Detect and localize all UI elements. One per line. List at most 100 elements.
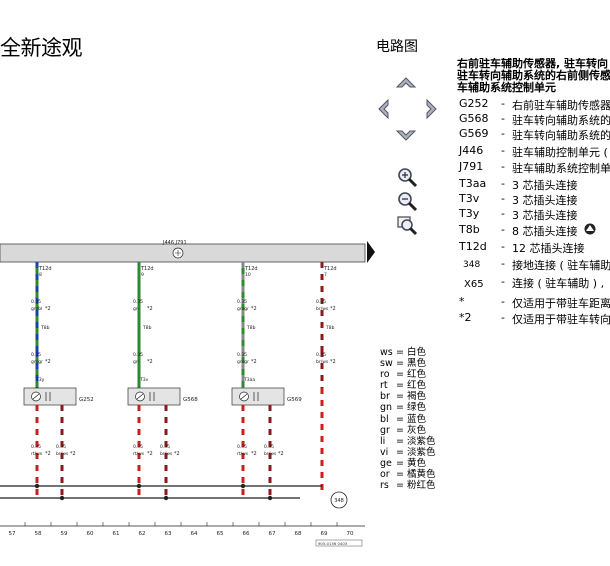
- color-code: ro: [380, 369, 390, 381]
- legend-text: 连接 ( 驻车辅助 ) ,: [512, 277, 605, 290]
- column-number: 65: [217, 531, 224, 537]
- zoom-in-icon[interactable]: [396, 166, 418, 188]
- color-eq: =: [396, 369, 404, 381]
- color-code: gn: [380, 402, 393, 414]
- arrow-right-icon[interactable]: [418, 98, 438, 120]
- pin-label: T12d: [244, 266, 258, 272]
- pin-number: 8: [39, 272, 42, 278]
- pin-label: T12d: [140, 266, 154, 272]
- color-name: 褐色: [407, 391, 427, 403]
- wire-note: *2: [251, 451, 257, 457]
- wire-size: 0.35: [56, 444, 66, 450]
- color-name: 红色: [407, 380, 427, 392]
- pin-number: 7: [324, 272, 327, 278]
- legend-code: G252: [459, 97, 489, 110]
- color-name: 黄色: [407, 457, 427, 469]
- legend-text: 驻车辅助系统控制单: [512, 162, 610, 175]
- color-code: ge: [380, 457, 392, 469]
- legend-code: 348: [463, 260, 481, 270]
- wire-color: gn/gr: [237, 306, 249, 312]
- legend-dash: -: [501, 295, 505, 308]
- wire-color: rt/ws: [237, 451, 249, 457]
- color-name: 黑色: [407, 358, 427, 370]
- color-code: rs: [380, 480, 389, 492]
- legend-code: T3v: [459, 192, 480, 205]
- legend-dash: -: [501, 177, 505, 190]
- legend-dash: -: [501, 257, 505, 270]
- column-number: 62: [139, 531, 146, 537]
- connector-view-icon[interactable]: [583, 222, 597, 236]
- color-name: 绿色: [407, 402, 427, 414]
- sensor-symbol-mark: [240, 392, 259, 401]
- page-subtitle: 电路图: [376, 39, 418, 55]
- heading-line: 驻车转向辅助系统的右前侧传感: [457, 69, 610, 82]
- color-eq: =: [396, 380, 404, 392]
- color-code: rt: [380, 380, 388, 392]
- wire-size: 0.35: [31, 444, 41, 450]
- wire-note: *2: [45, 451, 51, 457]
- color-code: vi: [380, 446, 389, 458]
- legend-dash: -: [501, 160, 505, 173]
- pin-label: T12d: [38, 266, 52, 272]
- legend-text: 驻车转向辅助系统的: [512, 114, 610, 127]
- color-key-row: li= 淡紫色: [380, 436, 436, 447]
- legend-code: *: [459, 295, 465, 308]
- wire-color: br/ws: [264, 451, 277, 457]
- zoom-out-icon[interactable]: [396, 190, 418, 212]
- color-eq: =: [396, 469, 404, 481]
- ground-label: 348: [334, 498, 344, 504]
- t8b-label: T8b: [325, 325, 335, 331]
- sensor-connector-label: T3aa: [243, 377, 255, 383]
- wire-note: *2: [45, 306, 51, 312]
- zoom-fit-icon[interactable]: [396, 214, 418, 236]
- legend-dash: -: [501, 192, 505, 205]
- wire-color: gn/bl: [31, 306, 42, 312]
- wire-note: *2: [147, 306, 153, 312]
- wire-color: rt/ws: [31, 451, 43, 457]
- column-number: 66: [243, 531, 250, 537]
- wire-color-key: ws= 白色 sw= 黑色 ro= 红色 rt= 红色 br= 褐色 gn= 绿…: [380, 347, 436, 491]
- color-code: br: [380, 391, 390, 403]
- footer-code: 905-0156 0403: [318, 541, 348, 546]
- pin-number: 9: [141, 272, 144, 278]
- legend-dash: -: [501, 144, 505, 157]
- junction-dot: [240, 483, 246, 489]
- wire-note: *2: [251, 306, 257, 312]
- arrow-left-icon[interactable]: [377, 98, 397, 120]
- legend-text: 12 芯插头连接: [512, 242, 585, 255]
- arrow-up-icon[interactable]: [395, 76, 417, 96]
- legend-code: X65: [464, 279, 484, 290]
- column-number: 69: [321, 531, 328, 537]
- ground-point: [330, 491, 348, 509]
- wire-color: gn: [133, 360, 139, 365]
- legend-text: 8 芯插头连接: [512, 225, 578, 238]
- panel-collapse-arrow-icon[interactable]: [367, 241, 375, 263]
- color-name: 蓝色: [407, 413, 427, 425]
- legend-text: 3 芯插头连接: [512, 194, 578, 207]
- color-eq: =: [396, 413, 404, 425]
- column-number: 60: [87, 531, 94, 537]
- wire-size: 0.35: [133, 444, 143, 450]
- sensor-connector-label: T3v: [139, 377, 149, 383]
- sensor-name: G568: [183, 397, 198, 403]
- wire-size: 0.35: [237, 352, 247, 358]
- arrow-down-icon[interactable]: [395, 122, 417, 142]
- wire-color: br/ws: [160, 451, 173, 457]
- component-legend: G252-右前驻车辅助传感器 G568-驻车转向辅助系统的 G569-驻车转向辅…: [457, 97, 610, 327]
- legend-code: T3aa: [459, 177, 487, 190]
- legend-dash: -: [501, 207, 505, 220]
- color-eq: =: [396, 424, 404, 436]
- column-number: 70: [347, 531, 354, 537]
- wire-note: *2: [278, 451, 284, 457]
- color-code: sw: [380, 358, 393, 370]
- column-number: 61: [113, 531, 120, 537]
- wire-color: rt/ws: [133, 451, 145, 457]
- color-key-row: gn= 绿色: [380, 402, 436, 413]
- legend-code: G569: [459, 127, 489, 140]
- legend-dash: -: [501, 127, 505, 140]
- color-name: 红色: [407, 369, 427, 381]
- wire-size: 0.35: [316, 299, 326, 305]
- color-code: ws: [380, 347, 393, 358]
- wire-note: *2: [330, 306, 336, 312]
- wire-note: *2: [70, 451, 76, 457]
